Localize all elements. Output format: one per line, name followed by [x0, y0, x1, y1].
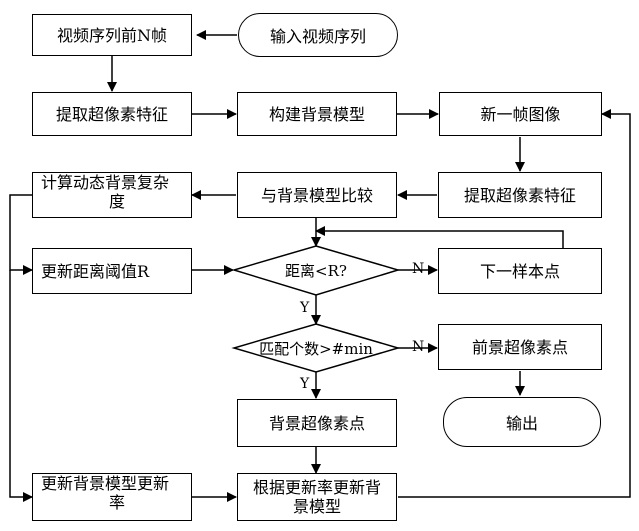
- complexity-line-2: 度: [41, 192, 125, 211]
- build-background-model-box: 构建背景模型: [237, 92, 397, 136]
- first-n-frames-box: 视频序列前N帧: [32, 14, 192, 56]
- next-sample-box: 下一样本点: [438, 248, 602, 294]
- update-model-line-1: 根据更新率更新背: [253, 478, 381, 497]
- dynamic-background-complexity-box: 计算动态背景复杂 度: [32, 172, 192, 218]
- update-rate-line-1: 更新背景模型更新: [41, 474, 169, 493]
- update-distance-threshold-box: 更新距离阈值R: [32, 248, 192, 294]
- update-background-model-box: 根据更新率更新背 景模型: [237, 473, 397, 521]
- edge-complexity-to-threshold: [10, 195, 32, 270]
- edge-nextsample-loop: [316, 231, 563, 248]
- update-model-line-2: 景模型: [293, 497, 341, 516]
- input-video-sequence-terminal: 输入视频序列: [238, 13, 398, 57]
- match-no-label: N: [412, 339, 424, 355]
- update-rate-box: 更新背景模型更新 率: [32, 473, 192, 521]
- extract-superpixel-features-box-2: 提取超像素特征: [438, 172, 602, 218]
- distance-no-label: N: [412, 261, 424, 277]
- new-frame-box: 新一帧图像: [439, 92, 602, 136]
- match-count-check-label: 匹配个数>#min: [252, 336, 380, 360]
- distance-check-label: 距离<R?: [270, 258, 362, 282]
- output-terminal: 输出: [443, 397, 601, 447]
- foreground-superpixel-box: 前景超像素点: [438, 324, 602, 370]
- update-rate-line-2: 率: [41, 493, 125, 512]
- compare-background-model-box: 与背景模型比较: [237, 172, 397, 218]
- extract-superpixel-features-box-1: 提取超像素特征: [32, 92, 192, 136]
- edge-complexity-to-updaterate: [10, 270, 32, 497]
- complexity-line-1: 计算动态背景复杂: [41, 173, 169, 192]
- match-yes-label: Y: [300, 376, 309, 392]
- background-superpixel-box: 背景超像素点: [237, 399, 397, 447]
- distance-yes-label: Y: [300, 300, 309, 316]
